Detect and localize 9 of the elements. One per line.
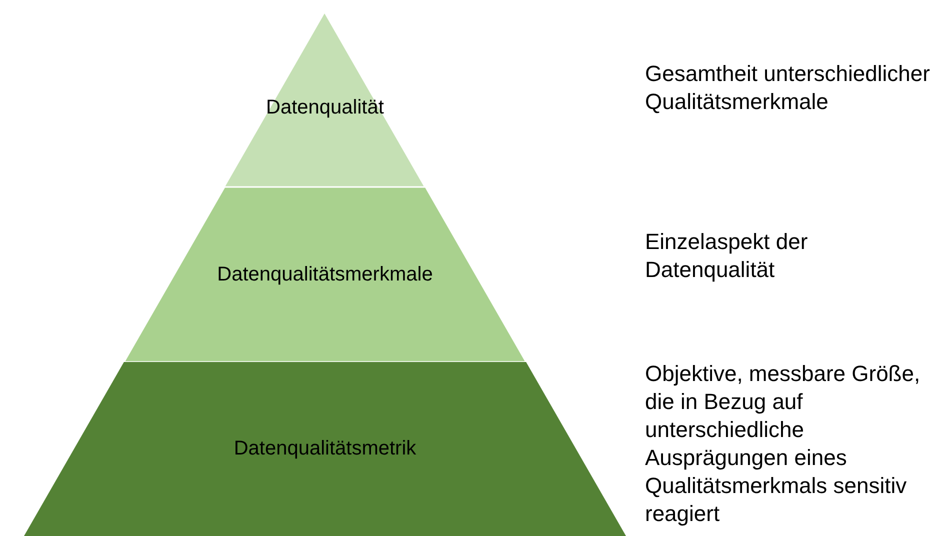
pyramid-tier	[124, 187, 526, 362]
description-text: Objektive, messbare Größe, die in Bezug auf unterschiedliche Ausprägungen eines Qualitätsmerkmals sensitiv reagiert	[645, 360, 922, 528]
pyramid-tier	[24, 362, 626, 536]
description-text: Gesamtheit unterschiedlicher Qualitätsmerkmale	[645, 60, 931, 116]
tier-label: Datenqualität	[266, 96, 384, 120]
tier-label: Datenqualitätsmerkmale	[217, 263, 433, 286]
pyramid-apex	[224, 12, 426, 187]
description-text: Einzelaspekt der Datenqualität	[645, 228, 809, 284]
tier-label: Datenqualitätsmetrik	[234, 438, 416, 460]
